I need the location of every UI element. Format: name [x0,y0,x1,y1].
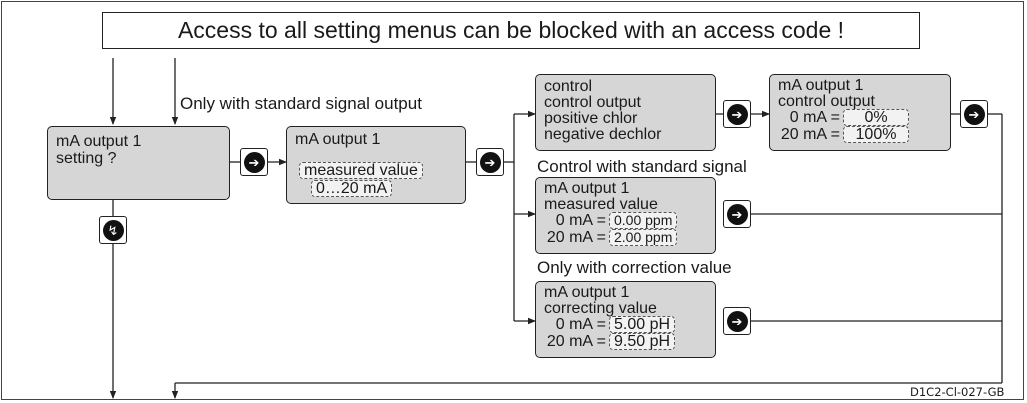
control-option-1: control [544,78,593,95]
screen-setting: mA output 1 setting ? [47,126,230,200]
measured-row-20ma: 20 mA = 2.00 ppm [544,229,707,246]
screen-setting-line2: setting ? [56,150,117,167]
measured-title: mA output 1 [544,180,630,197]
control-output-title: mA output 1 [778,77,864,94]
control-option-2: control output [544,94,641,111]
measured-subtitle: measured value [544,195,658,213]
correcting-subtitle: correcting value [544,299,657,317]
enter-icon: ➔ [726,310,748,332]
screen-measured-value: mA output 1 measured value 0 mA = 0.00 p… [535,177,716,254]
measured-key-20ma: 20 mA = [546,228,606,246]
control-option-4: negative dechlor [544,126,662,143]
field-measured-value[interactable]: measured value [299,162,423,179]
screen-output-type: mA output 1 measured value 0…20 mA [286,126,466,204]
correcting-row-0ma: 0 mA = 5.00 pH [544,316,707,333]
enter-icon: ➔ [726,203,748,225]
measured-value-20ma[interactable]: 2.00 ppm [609,229,678,246]
reference-code: D1C2-Cl-027-GB [910,385,1005,399]
enter-icon: ➔ [479,151,501,173]
control-option-3: positive chlor [544,110,638,127]
enter-button-5[interactable]: ➔ [723,200,751,228]
enter-icon: ➔ [243,151,265,173]
control-output-row-0ma: 0 mA = 0% [778,109,942,126]
measured-row-0ma: 0 mA = 0.00 ppm [544,212,707,229]
control-output-key-0ma: 0 mA = [789,108,840,126]
enter-icon: ➔ [963,103,985,125]
field-range[interactable]: 0…20 mA [311,180,393,197]
enter-button-4[interactable]: ➔ [960,100,988,128]
enter-button-1[interactable]: ➔ [240,148,268,176]
screen-setting-line1: mA output 1 [56,133,142,150]
measured-key-0ma: 0 mA = [555,211,606,229]
correcting-value-20ma[interactable]: 9.50 pH [609,333,676,350]
enter-icon: ➔ [726,103,748,125]
screen-control-options: control control output positive chlor ne… [535,74,716,151]
screen-control-output: mA output 1 control output 0 mA = 0% 20 … [769,74,951,151]
note-standard-signal: Only with standard signal output [180,94,422,113]
control-output-value-20ma[interactable]: 100% [843,126,909,143]
enter-button-6[interactable]: ➔ [723,307,751,335]
control-output-key-20ma: 20 mA = [780,125,840,143]
back-icon: ↯ [102,219,124,241]
back-button[interactable]: ↯ [99,216,127,244]
correcting-row-20ma: 20 mA = 9.50 pH [544,333,707,350]
label-correction-value: Only with correction value [537,258,732,277]
enter-button-2[interactable]: ➔ [476,148,504,176]
control-output-row-20ma: 20 mA = 100% [778,126,942,143]
screen-correcting-value: mA output 1 correcting value 0 mA = 5.00… [535,281,716,358]
access-code-banner: Access to all setting menus can be block… [102,12,920,49]
control-output-subtitle: control output [778,92,875,110]
correcting-value-0ma[interactable]: 5.00 pH [609,316,676,333]
control-output-value-0ma[interactable]: 0% [843,109,909,126]
screen-output-type-title: mA output 1 [295,131,381,148]
correcting-key-0ma: 0 mA = [555,315,606,333]
correcting-title: mA output 1 [544,284,630,301]
measured-value-0ma[interactable]: 0.00 ppm [609,212,678,229]
label-control-standard-signal: Control with standard signal [537,157,747,176]
correcting-key-20ma: 20 mA = [546,332,606,350]
enter-button-3[interactable]: ➔ [723,100,751,128]
